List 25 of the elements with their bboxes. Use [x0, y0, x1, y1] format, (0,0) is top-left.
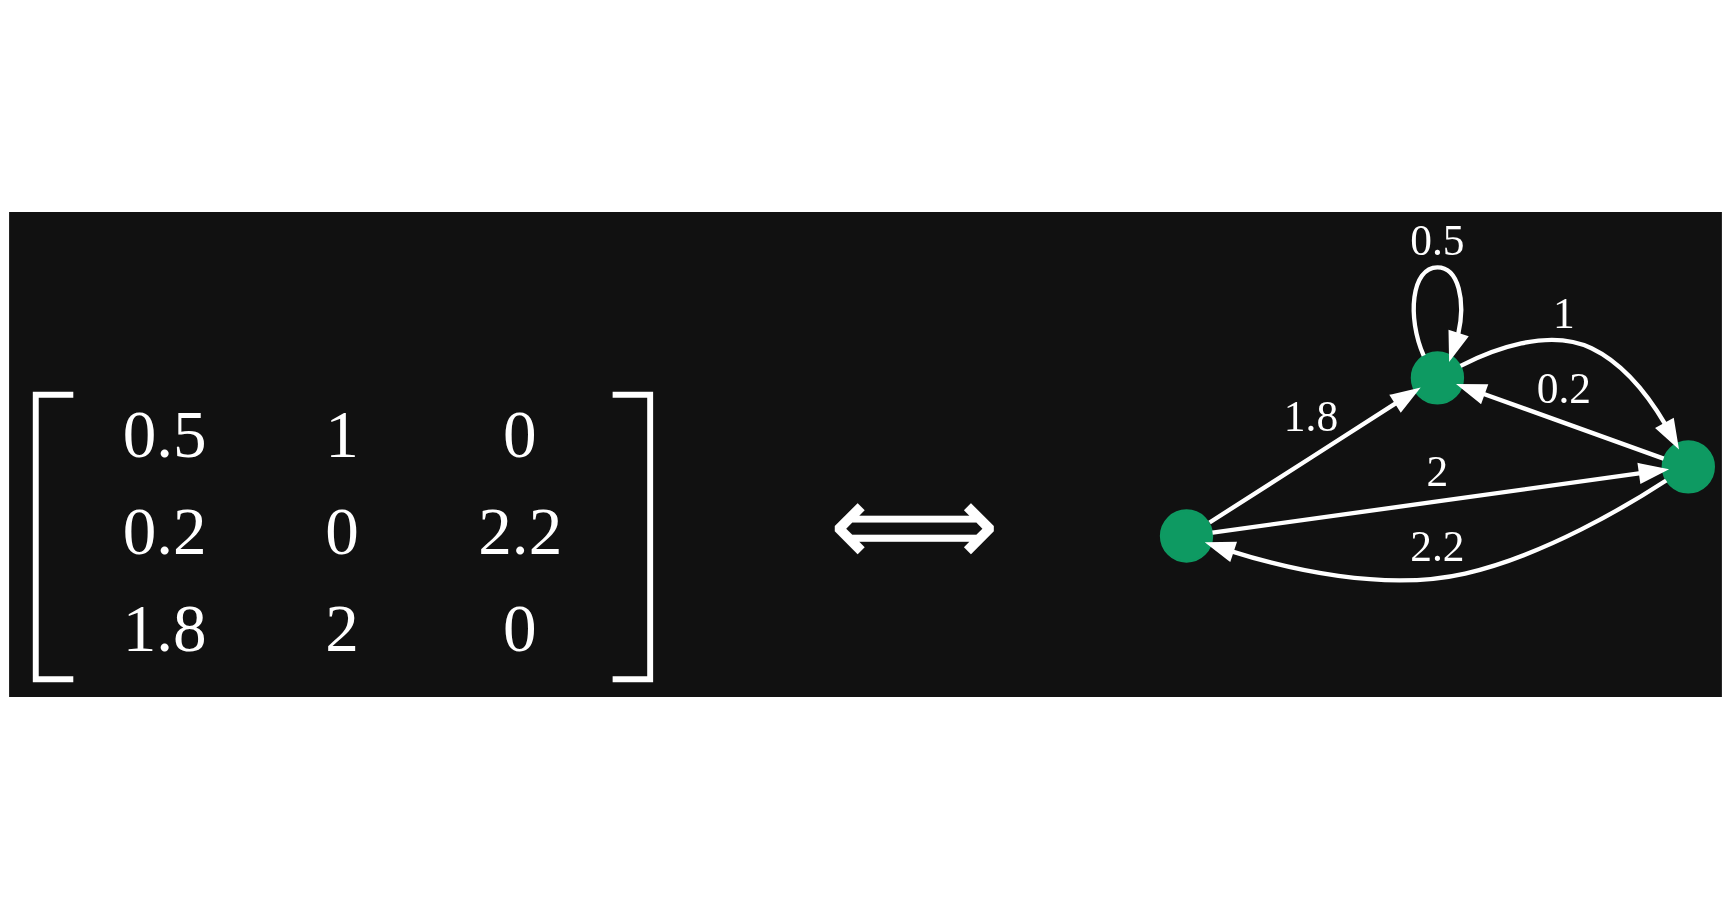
edge-label: 0.2	[1536, 363, 1592, 412]
edge-label: 1	[1552, 288, 1575, 337]
label: 2.2	[478, 494, 563, 570]
arrow	[1459, 337, 1679, 450]
edge-label: 0.5	[1410, 215, 1465, 264]
edge-label: 1.8	[1283, 391, 1339, 440]
arrow	[1456, 383, 1665, 461]
label: 0	[502, 590, 537, 666]
arrow	[1411, 265, 1469, 362]
label: 2	[325, 590, 359, 666]
label: 0.2	[122, 494, 207, 570]
label: 1.8	[122, 590, 207, 666]
arrow	[1212, 462, 1670, 535]
node-circle	[1410, 351, 1465, 405]
arrow	[1208, 387, 1421, 525]
node-circle	[1159, 509, 1214, 563]
edge-label: 2	[1426, 446, 1449, 495]
label: ⟺	[829, 459, 1001, 592]
node-circle	[1661, 440, 1715, 494]
edge-label: 2.2	[1410, 521, 1465, 570]
arrow	[1204, 478, 1668, 583]
label: 0	[502, 397, 537, 473]
label: 0.5	[122, 397, 207, 473]
label: 0	[325, 494, 359, 570]
label: 1	[325, 397, 359, 473]
